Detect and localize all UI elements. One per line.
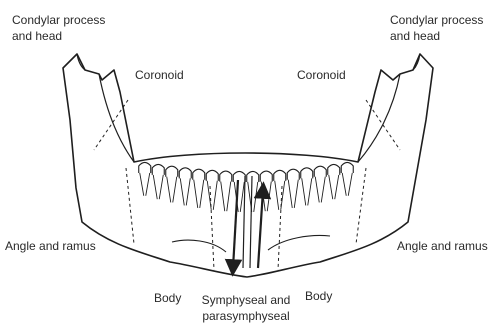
label-body-left: Body [154, 290, 181, 306]
tooth-crown [314, 166, 326, 177]
tooth-crown [179, 168, 191, 179]
tooth-crown [166, 166, 178, 177]
tooth-root [288, 180, 298, 208]
label-coronoid-right: Coronoid [297, 67, 346, 83]
label-condylar-right: Condylar process and head [390, 12, 483, 44]
fracture-line-2 [250, 176, 252, 268]
label-condylar-right-line2: and head [390, 28, 483, 44]
mandible-outline [63, 54, 433, 277]
label-condylar-right-line1: Condylar process [390, 12, 483, 28]
tooth-crown [206, 170, 218, 181]
tooth-crown [260, 171, 272, 182]
tooth-root [153, 175, 163, 199]
tooth-root [221, 182, 231, 212]
label-symphyseal: Symphyseal and parasymphyseal [196, 292, 296, 324]
mental-ridge-right [268, 236, 330, 250]
tooth-crown [233, 171, 245, 182]
boundary-left-symph [210, 186, 214, 270]
tooth-crown [341, 162, 353, 173]
teeth-row [139, 162, 354, 211]
tooth-crown [152, 164, 164, 175]
label-angle-right: Angle and ramus [397, 238, 488, 254]
label-condylar-left: Condylar process and head [12, 12, 105, 44]
boundary-right-body [356, 168, 366, 244]
arrow-up [258, 190, 263, 268]
tooth-root [140, 173, 150, 196]
tooth-crown [287, 169, 299, 180]
tooth-root [342, 173, 352, 196]
label-condylar-left-line1: Condylar process [12, 12, 105, 28]
label-coronoid-left: Coronoid [135, 67, 184, 83]
label-body-right: Body [305, 288, 332, 304]
tooth-crown [247, 171, 259, 182]
label-condylar-left-line2: and head [12, 28, 105, 44]
ramus-right-inner [358, 74, 400, 162]
tooth-crown [328, 164, 340, 175]
tooth-root [207, 181, 217, 210]
tooth-root [329, 175, 339, 199]
tooth-crown [301, 168, 313, 179]
tooth-crown [274, 170, 286, 181]
label-symphyseal-line2: parasymphyseal [196, 308, 296, 324]
ramus-left-inner [99, 74, 134, 162]
tooth-crown [193, 169, 205, 180]
tooth-root [302, 178, 312, 205]
tooth-root [194, 180, 204, 208]
mental-ridge-left [172, 240, 226, 252]
tooth-root [275, 181, 285, 210]
tooth-root [180, 178, 190, 205]
tooth-root [315, 177, 325, 203]
tooth-root [167, 177, 177, 203]
label-angle-left: Angle and ramus [5, 238, 96, 254]
tooth-crown [220, 171, 232, 182]
tooth-root [248, 182, 258, 212]
boundary-right-symph [278, 186, 282, 270]
label-symphyseal-line1: Symphyseal and [196, 292, 296, 308]
tooth-crown [139, 162, 151, 173]
boundary-left-body [126, 168, 134, 244]
